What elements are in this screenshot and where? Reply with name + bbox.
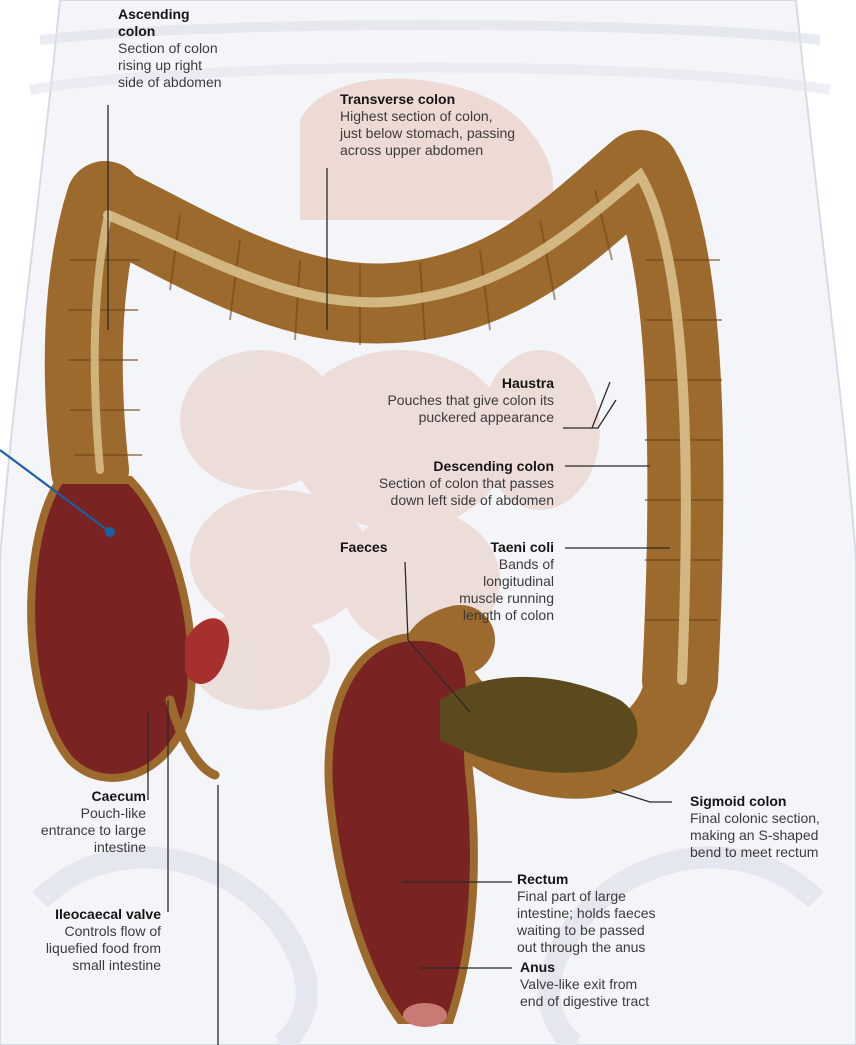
transverse-colon-desc: Highest section of colon, just below sto… [340,108,515,159]
anus-desc: Valve-like exit from end of digestive tr… [520,976,649,1010]
haustra-title: Haustra [387,375,554,392]
rectum-title: Rectum [517,871,656,888]
ascending-colon-title: Ascending colon [118,6,208,40]
transverse-colon-title: Transverse colon [340,91,515,108]
ileocaecal-valve-label: Ileocaecal valve Controls flow of liquef… [46,906,161,974]
rectum-label: Rectum Final part of large intestine; ho… [517,871,656,956]
caecum-title: Caecum [41,788,146,805]
descending-colon-desc: Section of colon that passes down left s… [379,475,554,509]
ascending-colon-label: Ascending colon Section of colon rising … [118,6,222,91]
descending-colon-label: Descending colon Section of colon that p… [379,458,554,509]
faeces-label: Faeces [340,539,387,556]
taeni-coli-title: Taeni coli [459,539,554,556]
sigmoid-colon-title: Sigmoid colon [690,793,820,810]
haustra-label: Haustra Pouches that give colon its puck… [387,375,554,426]
anus-label: Anus Valve-like exit from end of digesti… [520,959,649,1010]
rectum-desc: Final part of large intestine; holds fae… [517,888,656,956]
ileocaecal-valve-desc: Controls flow of liquefied food from sma… [46,923,161,974]
sigmoid-colon-desc: Final colonic section, making an S-shape… [690,810,820,861]
haustra-desc: Pouches that give colon its puckered app… [387,392,554,426]
taeni-coli-desc: Bands of longitudinal muscle running len… [459,556,554,624]
faeces-title: Faeces [340,539,387,556]
caecum-desc: Pouch-like entrance to large intestine [41,805,146,856]
anus-opening [403,1003,447,1027]
sigmoid-colon-label: Sigmoid colon Final colonic section, mak… [690,793,820,861]
ileocaecal-valve-title: Ileocaecal valve [46,906,161,923]
ascending-colon-desc: Section of colon rising up right side of… [118,40,222,91]
transverse-colon-label: Transverse colon Highest section of colo… [340,91,515,159]
caecum-label: Caecum Pouch-like entrance to large inte… [41,788,146,856]
anus-title: Anus [520,959,649,976]
pointer-dot [105,527,115,537]
taeni-coli-label: Taeni coli Bands of longitudinal muscle … [459,539,554,624]
descending-colon-title: Descending colon [379,458,554,475]
